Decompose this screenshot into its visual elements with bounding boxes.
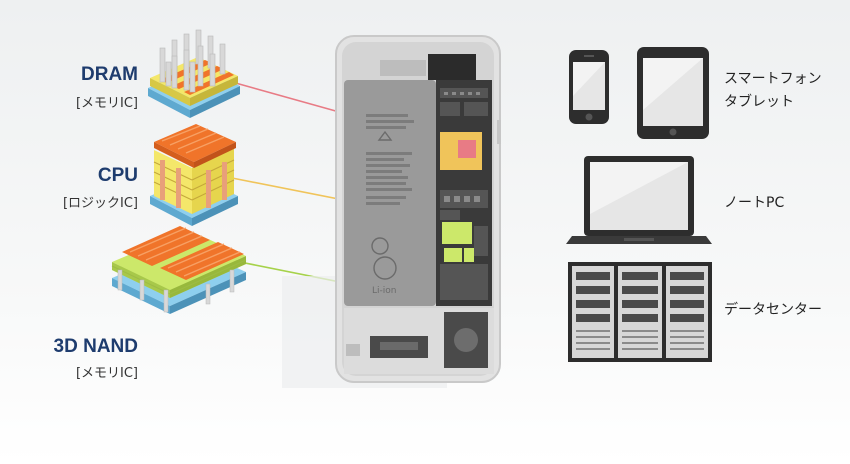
nand-title: 3D NAND — [53, 336, 138, 357]
dram-connector — [231, 81, 469, 149]
smartphone-label: スマートフォン — [724, 71, 822, 87]
nand-connector-1 — [239, 244, 449, 299]
dram-title: DRAM — [81, 64, 138, 85]
cpu-subtitle: [ロジックIC] — [62, 196, 138, 211]
battery-label: Li-ion — [372, 286, 397, 296]
cpu-title: CPU — [97, 165, 138, 186]
laptop-label: ノートPC — [724, 195, 785, 211]
tablet-label: タブレット — [724, 94, 794, 110]
dram-subtitle: [メモリIC] — [75, 96, 138, 111]
nand-subtitle: [メモリIC] — [75, 366, 138, 381]
cpu-connector — [231, 167, 471, 216]
datacenter-label: データセンター — [724, 302, 822, 318]
